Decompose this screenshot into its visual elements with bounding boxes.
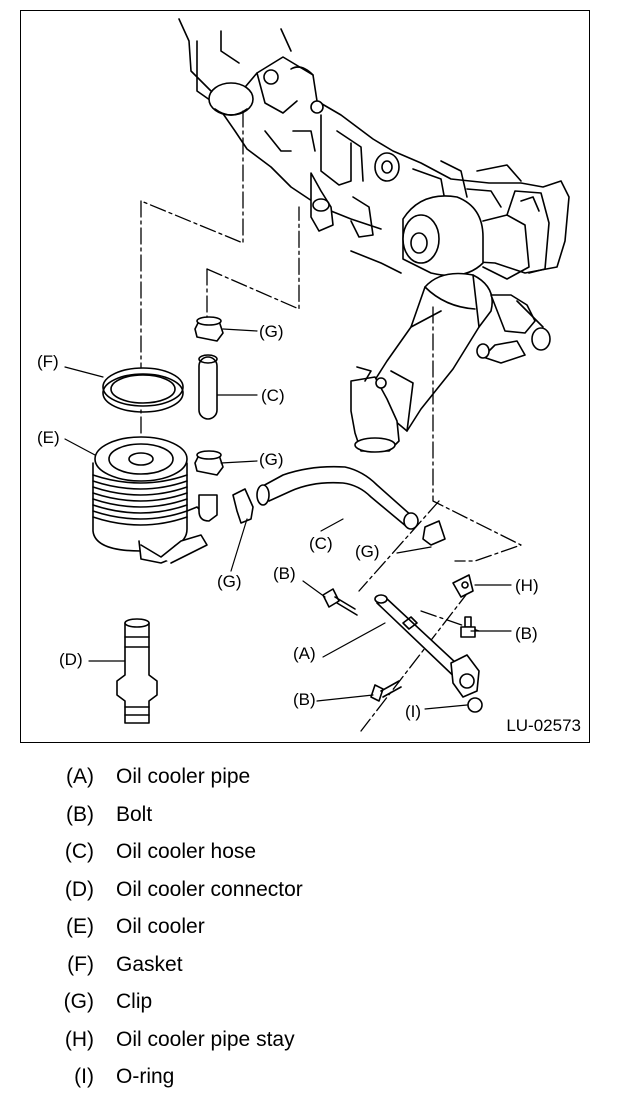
callout-G-top: (G) [259, 322, 284, 341]
short-hose-part [194, 316, 224, 522]
legend-key: (F) [67, 952, 94, 976]
callout-E: (E) [37, 428, 60, 447]
legend-text: Oil cooler pipe stay [116, 1027, 295, 1051]
callout-B-lower: (B) [293, 690, 316, 709]
legend-text: Oil cooler [116, 915, 205, 938]
legend-item: (E) Oil cooler [0, 915, 640, 945]
callout-D: (D) [59, 650, 83, 669]
legend-item: (I) O-ring [0, 1065, 640, 1095]
callout-G-middle: (G) [259, 450, 284, 469]
legend-text: Oil cooler connector [116, 877, 303, 901]
callout-I: (I) [405, 702, 422, 721]
oil-cooler-adapter [350, 272, 551, 453]
long-hose-part [140, 465, 446, 564]
legend-text: Clip [116, 990, 153, 1013]
gasket-part [102, 367, 184, 413]
callout-H: (H) [515, 576, 539, 595]
callout-G-right: (G) [355, 542, 380, 561]
oil-cooler-pipe-part [374, 574, 483, 713]
callout-F: (F) [37, 352, 59, 371]
legend-item: (H) Oil cooler pipe stay [0, 1028, 640, 1058]
legend-text: Bolt [116, 802, 153, 826]
legend-text: Oil cooler hose [116, 840, 257, 863]
legend-item: (C) Oil cooler hose [0, 840, 640, 870]
legend-item: (G) Clip [0, 990, 640, 1020]
engine-block [178, 18, 570, 274]
leader-lines [64, 328, 512, 710]
legend-text: O-ring [116, 1065, 175, 1088]
legend-key: (D) [64, 877, 94, 901]
legend-key: (G) [63, 990, 94, 1013]
legend-key: (I) [74, 1065, 94, 1088]
bolt-parts [322, 588, 476, 702]
legend-item: (B) Bolt [0, 803, 640, 833]
legend-key: (C) [64, 840, 94, 863]
exploded-diagram: (F) (E) (D) (G) (C) (G) (C) (G) (G) (B) … [20, 10, 590, 743]
legend-key: (H) [64, 1027, 94, 1051]
callout-C-short-hose: (C) [261, 386, 285, 405]
legend-item: (F) Gasket [0, 953, 640, 983]
callout-A: (A) [293, 644, 316, 663]
filter-housing [402, 190, 550, 280]
callout-G-left: (G) [217, 572, 242, 591]
oil-cooler-connector-part [116, 618, 158, 724]
legend-text: Gasket [116, 952, 183, 976]
legend-text: Oil cooler pipe [116, 765, 251, 788]
legend-item: (A) Oil cooler pipe [0, 765, 640, 795]
legend-key: (A) [66, 765, 94, 788]
diagram-drawing [64, 18, 570, 732]
legend-key: (E) [66, 915, 94, 938]
centerlines [140, 110, 522, 732]
legend-item: (D) Oil cooler connector [0, 878, 640, 908]
legend-key: (B) [66, 802, 94, 826]
callout-C-long-hose: (C) [309, 534, 333, 553]
callout-B-upper: (B) [273, 564, 296, 583]
oil-cooler-part [92, 436, 206, 564]
figure-id: LU-02573 [506, 716, 581, 735]
callout-B-right: (B) [515, 624, 538, 643]
